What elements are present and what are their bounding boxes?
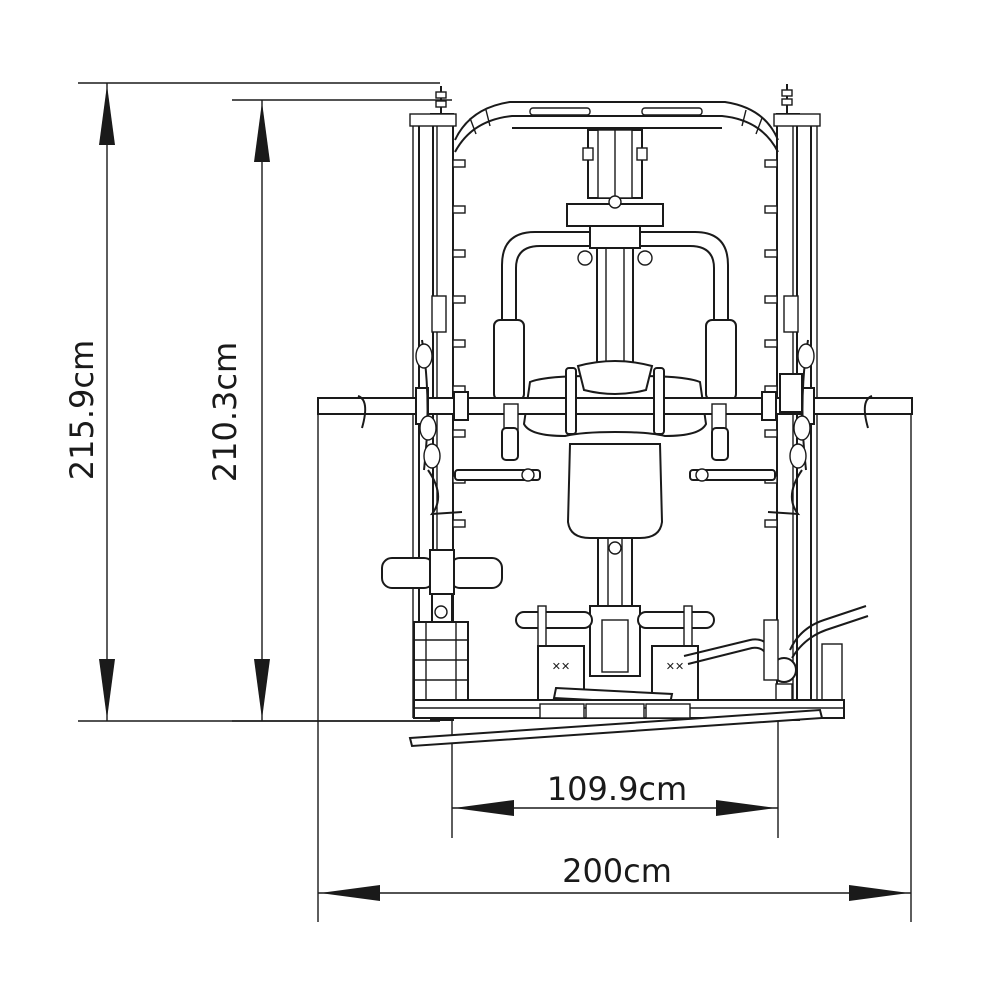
cable-pulley-right <box>767 295 815 516</box>
overall-height-label: 215.9cm <box>63 340 101 480</box>
arrow-up-icon <box>99 85 115 145</box>
upright-hooks-left <box>452 159 466 528</box>
top-bolt-right <box>781 84 793 115</box>
frame-height-label: 210.3cm <box>206 342 244 482</box>
arrow-left-icon <box>454 800 514 816</box>
arrow-left-icon <box>320 885 380 901</box>
arrow-right-icon <box>849 885 909 901</box>
cable-pulley-left <box>415 295 463 516</box>
machine-drawing: ✕✕ ✕✕ <box>317 84 913 748</box>
smith-barbell <box>317 367 913 435</box>
base-rails <box>408 699 845 748</box>
arrow-down-icon <box>254 659 270 719</box>
seat-pad <box>566 443 664 539</box>
top-frame <box>454 101 779 153</box>
pec-deck-handles <box>501 403 729 461</box>
leg-extension-rollers <box>515 605 715 647</box>
footplate-pattern-icon: ✕✕ <box>552 660 570 673</box>
top-bolt-left <box>435 86 447 115</box>
arrow-right-icon <box>716 800 776 816</box>
dimension-frame-width: 109.9cm <box>451 700 779 838</box>
footplate-pattern-icon: ✕✕ <box>666 660 684 673</box>
dip-arms <box>454 468 776 482</box>
dimension-overall-width: 200cm <box>317 412 912 922</box>
plate-storage-left <box>413 605 469 701</box>
arrow-down-icon <box>99 659 115 719</box>
pec-deck-arms <box>493 231 737 401</box>
dimension-frame-height: 210.3cm <box>206 99 452 722</box>
overall-width-label: 200cm <box>562 852 672 890</box>
landmine-handle <box>683 605 869 705</box>
dimension-overall-height: 215.9cm <box>63 82 440 722</box>
weight-stack-column <box>566 129 664 365</box>
arrow-up-icon <box>254 102 270 162</box>
seat-post <box>589 537 641 677</box>
frame-width-label: 109.9cm <box>547 770 687 808</box>
